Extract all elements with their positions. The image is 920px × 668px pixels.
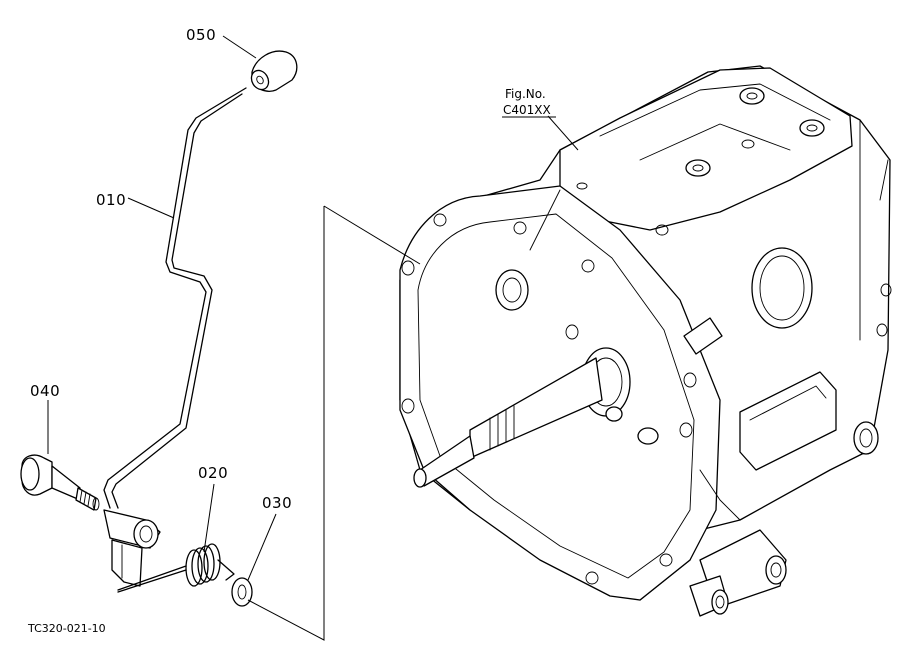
label-part-040: 040 xyxy=(30,382,60,400)
part-030-washer[interactable] xyxy=(231,577,253,607)
part-010-lever-rod[interactable] xyxy=(103,87,247,587)
label-part-010: 010 xyxy=(96,191,126,209)
transmission-case xyxy=(399,65,892,617)
label-part-030: 030 xyxy=(262,494,292,512)
leader-lines xyxy=(47,35,579,641)
part-020-spring[interactable] xyxy=(117,543,235,593)
label-part-020: 020 xyxy=(198,464,228,482)
figure-ref-label: Fig.No. xyxy=(505,87,546,101)
label-part-050: 050 xyxy=(186,26,216,44)
drawing-code: TC320-021-10 xyxy=(27,622,106,635)
part-040-bolt[interactable] xyxy=(20,454,100,511)
figure-ref-number: C401XX xyxy=(503,103,551,117)
part-050-knob[interactable] xyxy=(248,50,298,93)
